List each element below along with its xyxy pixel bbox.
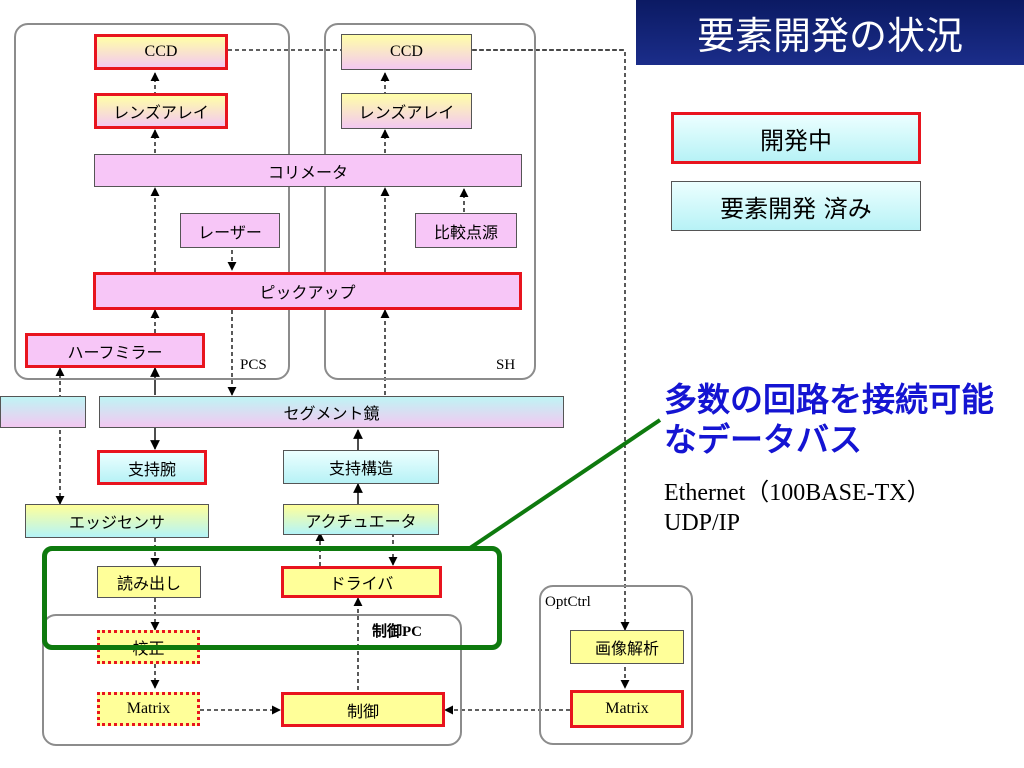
control-pc-label: 制御PC: [372, 624, 422, 640]
bus-note-line1: Ethernet（100BASE-TX）: [664, 480, 931, 506]
half-mirror: ハーフミラー: [25, 333, 205, 368]
bus-note-heading: 多数の回路を接続可能なデータバス: [664, 380, 994, 459]
segment-mirror-left-piece: [0, 396, 86, 428]
ccd-pcs: CCD: [94, 34, 228, 70]
legend-developing: 開発中: [671, 112, 921, 164]
matrix-right: Matrix: [570, 690, 684, 728]
pcs-group: [14, 23, 290, 380]
data-bus-highlight: [42, 546, 502, 650]
optctrl-label: OptCtrl: [545, 594, 591, 610]
support-arm: 支持腕: [97, 450, 207, 485]
pickup: ピックアップ: [93, 272, 522, 310]
matrix-left: Matrix: [97, 692, 200, 726]
lens-array-sh: レンズアレイ: [341, 93, 472, 129]
readout: 読み出し: [97, 566, 201, 598]
ccd-sh: CCD: [341, 34, 472, 70]
sh-group: [324, 23, 536, 380]
page-title: 要素開発の状況: [636, 0, 1024, 65]
optctrl-group: [539, 585, 693, 745]
driver: ドライバ: [281, 566, 442, 598]
pcs-label: PCS: [240, 357, 267, 373]
actuator: アクチュエータ: [283, 504, 439, 535]
reference-source: 比較点源: [415, 213, 517, 248]
control: 制御: [281, 692, 445, 727]
segment-mirror: セグメント鏡: [99, 396, 564, 428]
collimator: コリメータ: [94, 154, 522, 187]
control-pc-group: [42, 614, 462, 746]
sh-label: SH: [496, 357, 516, 373]
legend-completed: 要素開発 済み: [671, 181, 921, 231]
laser: レーザー: [180, 213, 280, 248]
edge-sensor: エッジセンサ: [25, 504, 209, 538]
lens-array-pcs: レンズアレイ: [94, 93, 228, 129]
bus-note-line2: UDP/IP: [664, 510, 741, 536]
image-analysis: 画像解析: [570, 630, 684, 664]
support-structure: 支持構造: [283, 450, 439, 484]
